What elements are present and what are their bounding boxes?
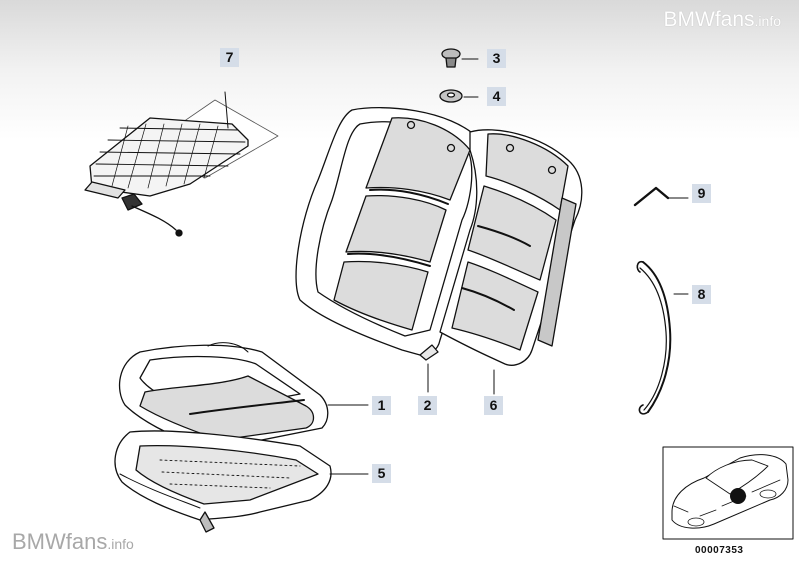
callout-1[interactable]: 1 (372, 396, 391, 415)
callout-3[interactable]: 3 (487, 49, 506, 68)
watermark-suffix: .info (107, 536, 134, 552)
backrest-frame (439, 129, 583, 366)
callout-7[interactable]: 7 (220, 48, 239, 67)
callout-2[interactable]: 2 (418, 396, 437, 415)
watermark-brand: BMWfans (12, 529, 108, 554)
watermark-brand: BMWfans (663, 8, 755, 31)
callout-6[interactable]: 6 (484, 396, 503, 415)
clip (633, 186, 670, 207)
watermark-suffix: .info (754, 13, 781, 29)
seat-cushion-cover (118, 342, 329, 447)
backrest-cover (295, 107, 489, 361)
callout-8[interactable]: 8 (692, 285, 711, 304)
seat-cushion-base (114, 430, 332, 533)
seat-heating-element (84, 91, 279, 237)
diagram-code: 00007353 (695, 545, 744, 556)
watermark-top: BMWfans.info (664, 8, 781, 32)
watermark-bottom: BMWfans.info (12, 529, 134, 555)
expanding-rivet (441, 48, 461, 68)
washer (439, 89, 463, 103)
callout-9[interactable]: 9 (692, 184, 711, 203)
car-location-inset (662, 446, 794, 540)
callout-5[interactable]: 5 (372, 464, 391, 483)
trim-wire (636, 260, 672, 415)
leader-lines (327, 58, 689, 475)
callout-4[interactable]: 4 (487, 87, 506, 106)
